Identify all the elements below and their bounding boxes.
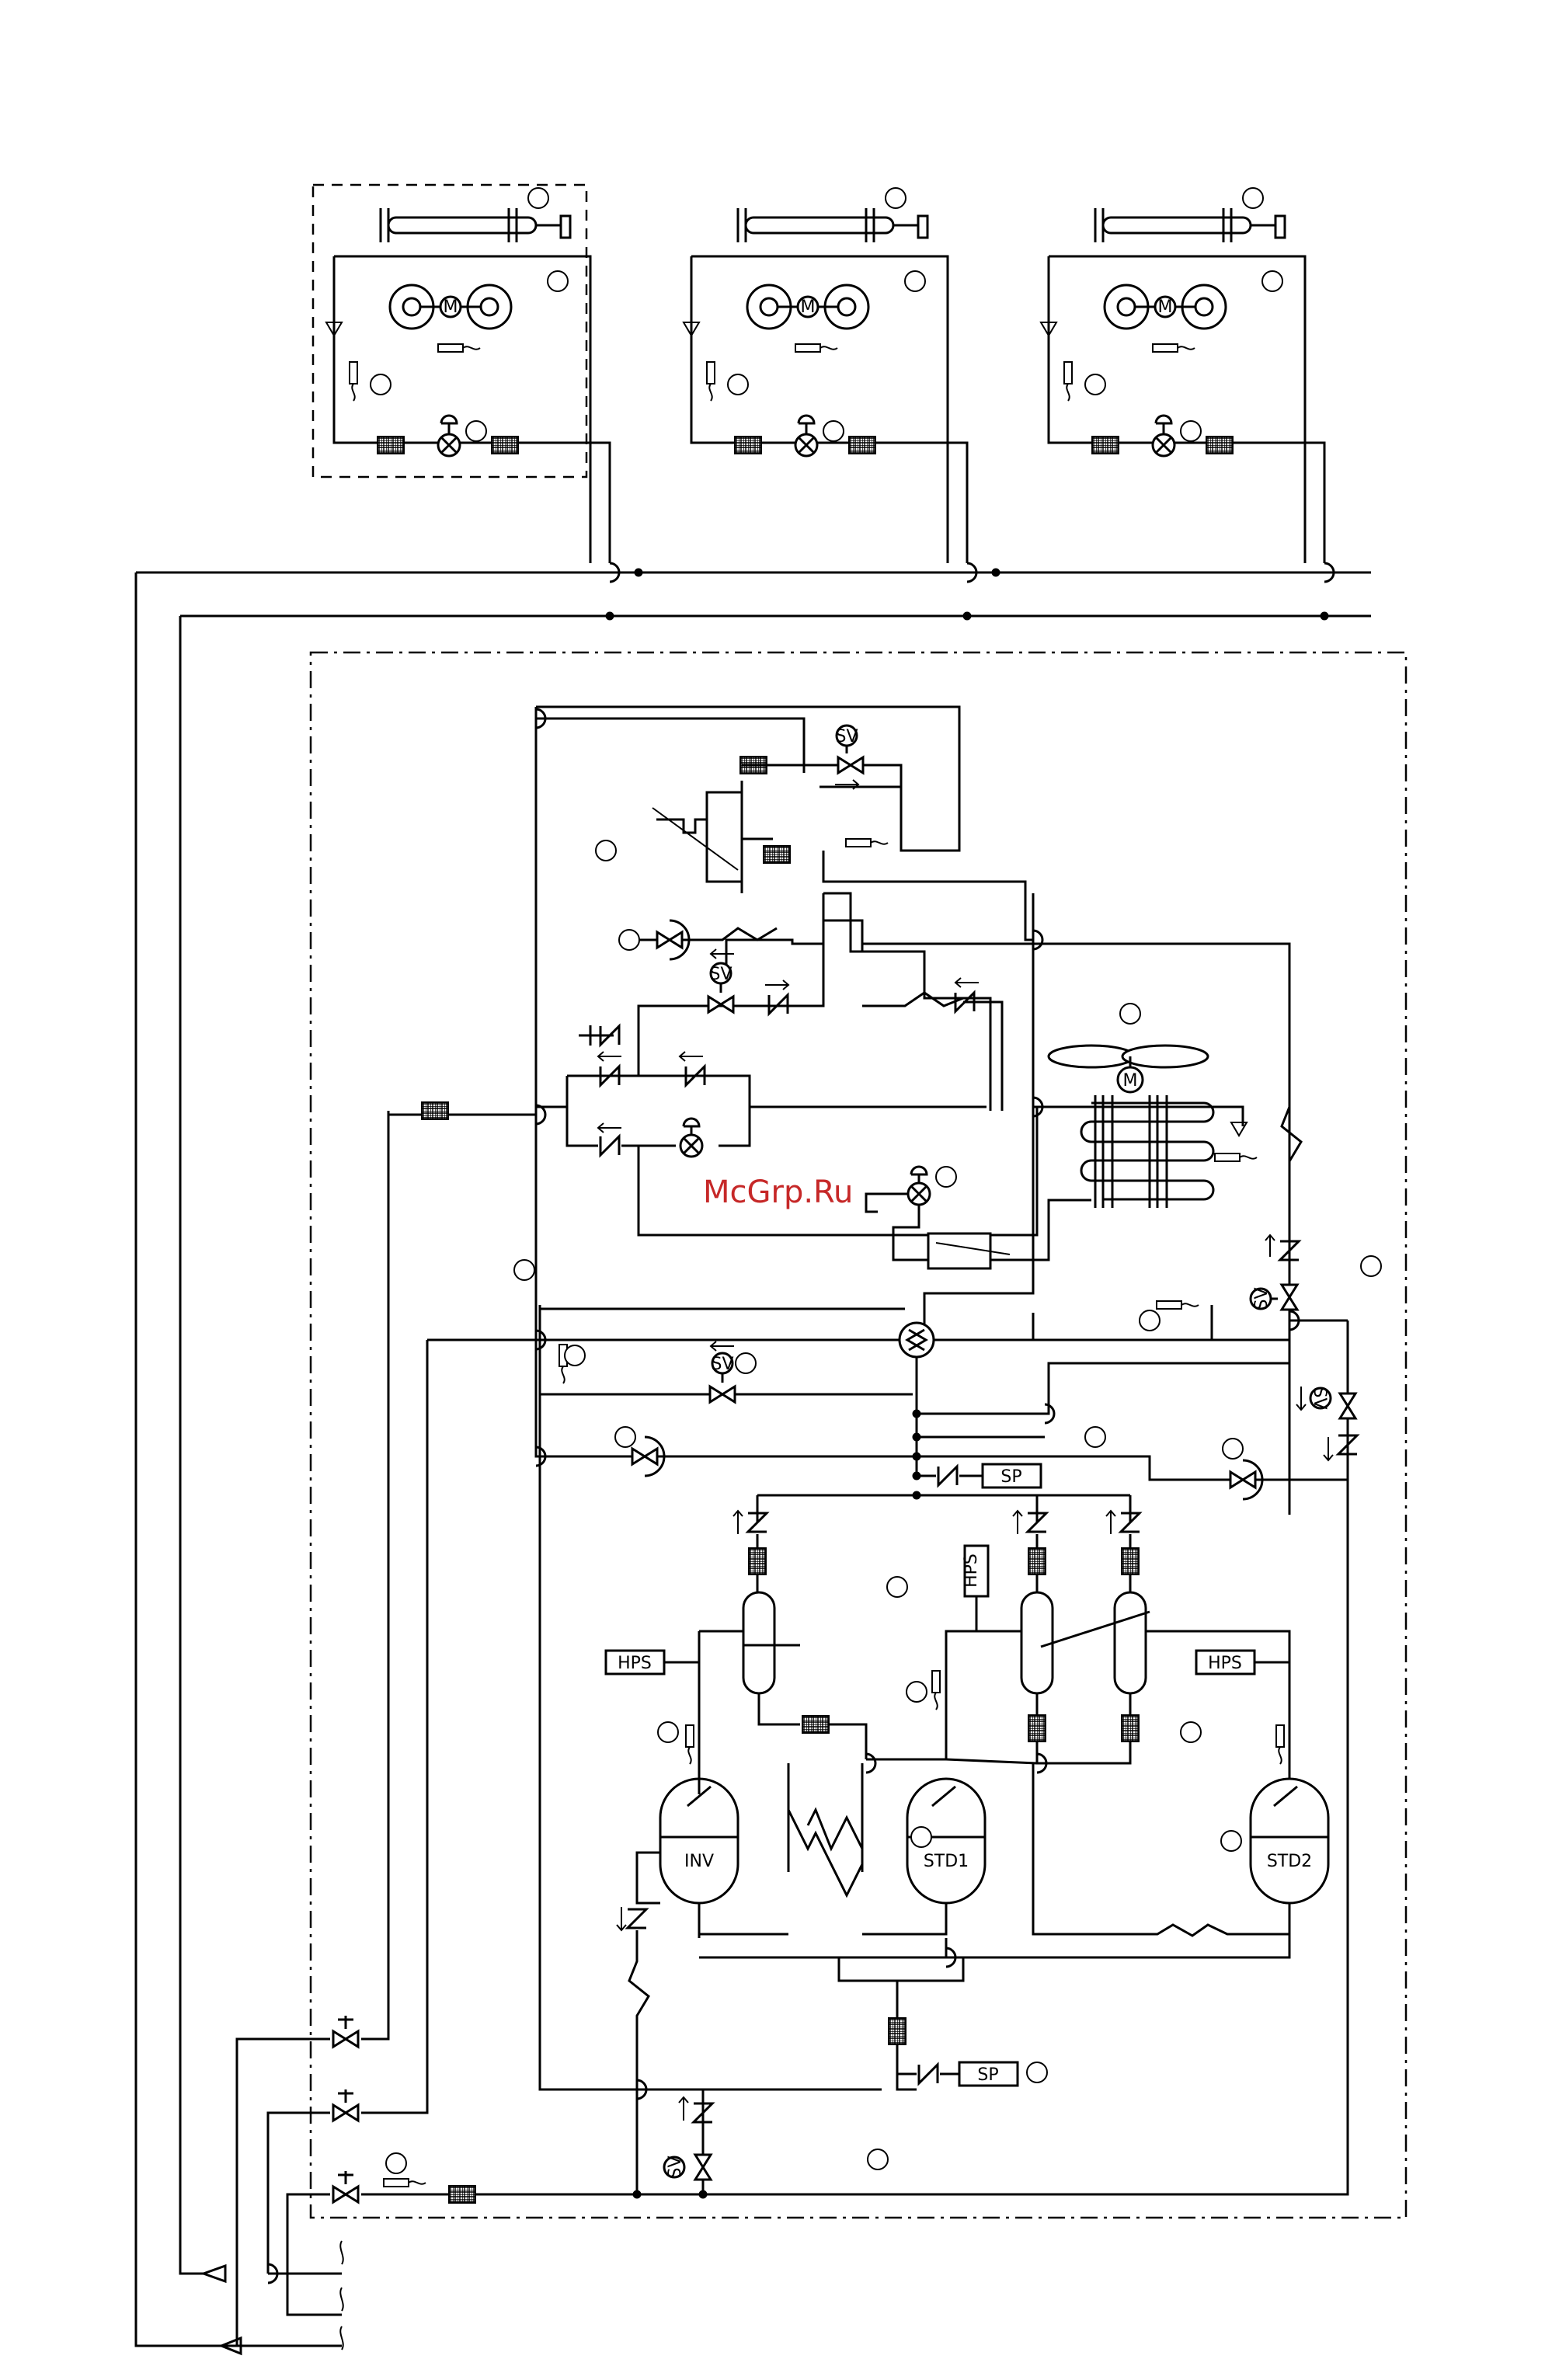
oil-separator-std2	[1115, 1592, 1146, 1693]
hps-label: HPS	[618, 1654, 652, 1673]
coil-sensor-icon	[1275, 216, 1285, 238]
motor-label: M	[1123, 1071, 1138, 1091]
sv-label: SV	[835, 727, 858, 746]
sv-label: SV	[709, 965, 732, 984]
subcooler-box	[928, 1233, 990, 1268]
sv-label: SV	[666, 2156, 685, 2178]
sv-label: SV	[1252, 1287, 1272, 1310]
coil-sensor-icon	[561, 216, 570, 238]
sp-label: SP	[977, 2065, 998, 2085]
oil-separator-std1	[1021, 1592, 1053, 1693]
hps-label: HPS	[1208, 1654, 1242, 1673]
compressor-std1-label: STD1	[924, 1852, 969, 1871]
motor-label: M	[801, 298, 816, 317]
outdoor-unit-piping: SV SV	[204, 707, 1357, 2354]
indoor-units: M	[313, 185, 1324, 563]
outdoor-unit-boundary	[311, 652, 1406, 2218]
motor-label: M	[444, 298, 458, 317]
coil-sensor-icon	[918, 216, 927, 238]
indoor-unit-1: M	[326, 188, 610, 563]
sv-label: SV	[711, 1355, 733, 1374]
indoor-unit-2: M	[684, 188, 967, 563]
sv-label: SV	[1310, 1387, 1329, 1409]
header-pipes	[136, 563, 1371, 2346]
compressor-std2-label: STD2	[1267, 1852, 1312, 1871]
watermark-text: McGrp.Ru	[703, 1174, 853, 1210]
compressor-inv-label: INV	[684, 1852, 714, 1871]
oil-separator-inv	[743, 1592, 774, 1693]
indoor-unit-3: M	[1041, 188, 1324, 563]
compressor-std2	[1251, 1779, 1328, 1903]
sp-label: SP	[1000, 1467, 1021, 1487]
four-way-valve-icon	[900, 1323, 934, 1357]
motor-label: M	[1158, 298, 1173, 317]
hps-label: HPS	[962, 1554, 981, 1588]
